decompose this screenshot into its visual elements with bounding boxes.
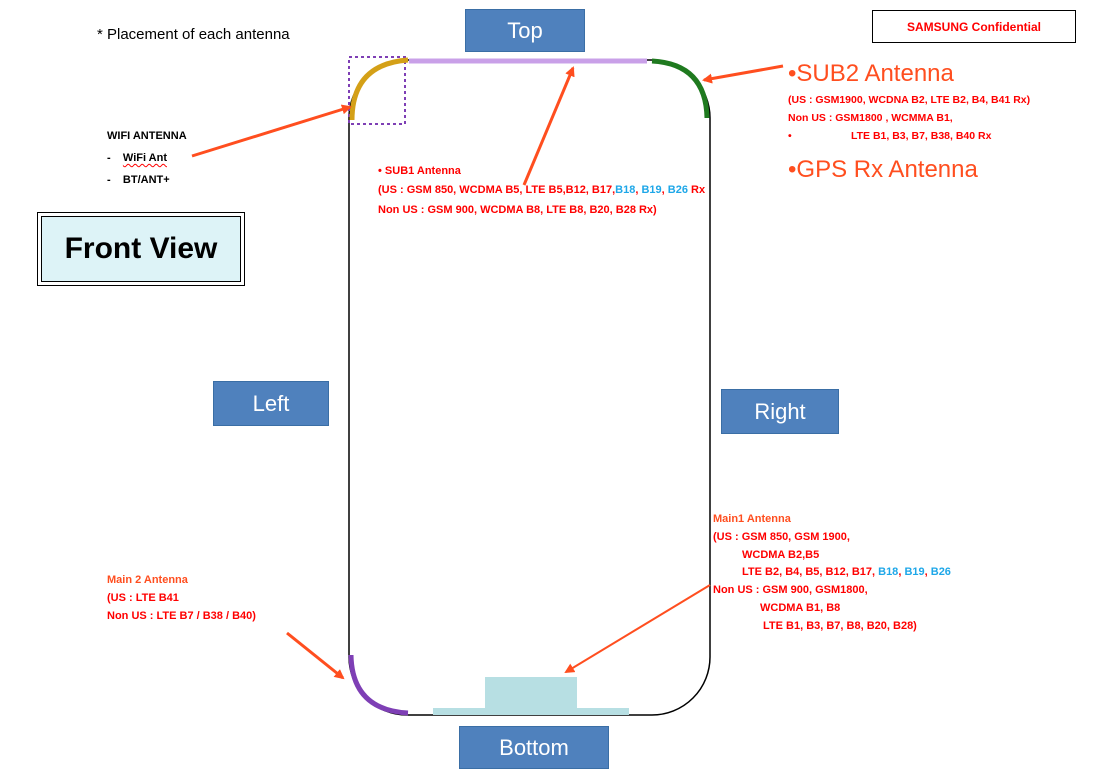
top-label: Top <box>507 17 543 43</box>
wifi-item-bullet: - <box>107 174 111 186</box>
wifi-antenna-arc <box>349 57 409 121</box>
confidential-label: SAMSUNG Confidential <box>907 19 1041 34</box>
main1-title: Main1 Antenna <box>713 513 791 525</box>
wifi-item-2: - BT/ANT+ <box>107 174 170 186</box>
main1-line-1: (US : GSM 850, GSM 1900, <box>713 531 850 543</box>
sub1-title: • SUB1 Antenna <box>378 165 461 177</box>
right-label: Right <box>754 398 806 424</box>
sub1-arrow <box>522 66 575 186</box>
sub1-band-b26: B26 <box>667 184 688 196</box>
sub1-line-1-text: (US : GSM 850, WCDMA B5, LTE B5,B12, B17… <box>378 184 616 196</box>
right-label-box: Right <box>721 389 839 434</box>
main1-line-3-text: LTE B2, B4, B5, B12, B17, <box>742 566 879 578</box>
main1-antenna-base <box>433 708 629 715</box>
wifi-title: WIFI ANTENNA <box>107 130 187 142</box>
wifi-arrow <box>191 104 352 158</box>
top-label-box: Top <box>465 9 585 52</box>
sub2-arrow <box>702 64 784 84</box>
sub2-line-3-bullet: • <box>788 130 792 142</box>
left-label: Left <box>252 390 290 416</box>
sub1-sep: , <box>635 184 642 196</box>
left-label-box: Left <box>213 381 329 426</box>
placement-note: * Placement of each antenna <box>97 26 290 43</box>
wifi-item-label: WiFi Ant <box>122 152 167 164</box>
main2-title: Main 2 Antenna <box>107 574 188 586</box>
front-view-title: Front View <box>64 232 218 265</box>
sub1-line-1: (US : GSM 850, WCDMA B5, LTE B5,B12, B17… <box>378 184 705 196</box>
main1-line-5: WCDMA B1, B8 <box>760 602 841 614</box>
sub1-band-b18: B18 <box>615 184 636 196</box>
confidential-badge: SAMSUNG Confidential <box>872 10 1076 43</box>
sub1-band-b19: B19 <box>641 184 662 196</box>
main1-arrow <box>564 584 711 674</box>
gps-title: •GPS Rx Antenna <box>788 156 978 183</box>
main1-band-b26: B26 <box>930 566 951 578</box>
sub2-title: •SUB2 Antenna <box>788 60 954 87</box>
wifi-item-1: - WiFi Ant <box>107 152 167 164</box>
main2-line-2: Non US : LTE B7 / B38 / B40) <box>107 610 256 622</box>
sub2-line-1: (US : GSM1900, WCDNA B2, LTE B2, B4, B41… <box>788 94 1031 106</box>
bottom-label: Bottom <box>499 734 569 760</box>
main1-band-b18: B18 <box>878 566 899 578</box>
sub2-line-2: Non US : GSM1800 , WCMMA B1, <box>788 112 953 124</box>
front-view-box: Front View <box>37 212 245 286</box>
main1-line-2: WCDMA B2,B5 <box>742 549 820 561</box>
main1-band-b19: B19 <box>904 566 925 578</box>
sub2-antenna-arc <box>651 58 710 119</box>
main1-line-4: Non US : GSM 900, GSM1800, <box>713 584 868 596</box>
wifi-area-box <box>348 56 406 125</box>
wifi-item-label: BT/ANT+ <box>122 174 170 186</box>
bottom-label-box: Bottom <box>459 726 609 769</box>
sub2-line-3: LTE B1, B3, B7, B38, B40 Rx <box>851 130 992 142</box>
main1-line-6: LTE B1, B3, B7, B8, B20, B28) <box>763 620 917 632</box>
main1-line-3: LTE B2, B4, B5, B12, B17, B18, B19, B26 <box>742 566 951 578</box>
main2-antenna-arc <box>348 654 409 716</box>
wifi-item-bullet: - <box>107 152 111 164</box>
main2-arrow <box>286 631 345 680</box>
main1-sep: , <box>898 566 905 578</box>
sub1-sep: , <box>661 184 668 196</box>
front-view-inner: Front View <box>41 216 241 282</box>
main1-antenna-block <box>485 677 577 709</box>
sub1-suffix: Rx <box>687 184 706 196</box>
sub1-line-2: Non US : GSM 900, WCDMA B8, LTE B8, B20,… <box>378 204 657 216</box>
main1-sep: , <box>924 566 931 578</box>
main2-line-1: (US : LTE B41 <box>107 592 179 604</box>
